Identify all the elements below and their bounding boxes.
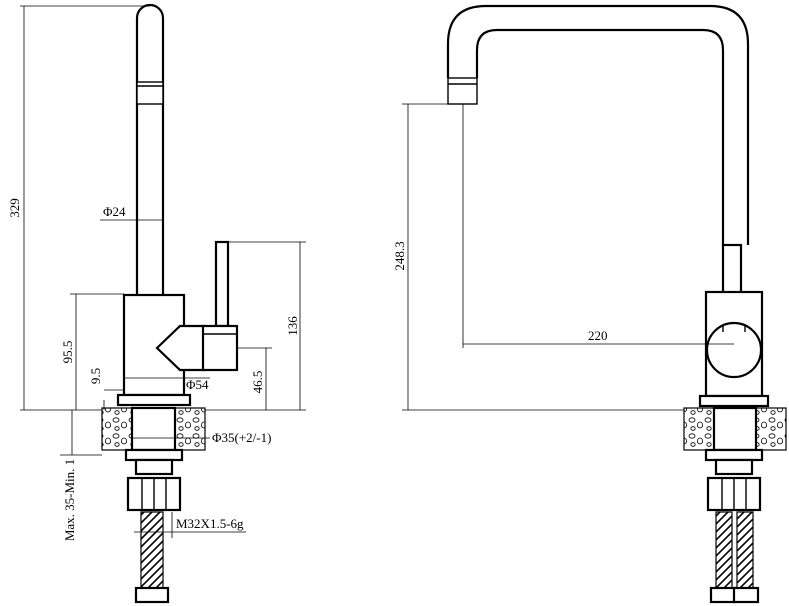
front-countertop-left (683, 407, 715, 451)
front-handle-circle (705, 321, 763, 379)
front-spout-inner (475, 28, 725, 245)
front-lock-nut (704, 448, 764, 462)
dim-spout-reach: 220 (588, 328, 608, 343)
front-hose-fitting-right (732, 586, 760, 604)
dim-spout-diameter: Φ24 (103, 204, 126, 219)
dim-overall-height: 329 (7, 198, 22, 218)
side-countertop-right (174, 407, 206, 451)
dim-thread: M32X1.5-6g (176, 516, 244, 531)
front-view: 248.3 220 (392, 4, 787, 604)
front-aerator (447, 77, 478, 105)
dim-lever-height: 136 (285, 316, 300, 336)
dim-hole-diameter: Φ35(+2/-1) (212, 430, 271, 445)
side-lock-nut (124, 448, 184, 462)
dim-spout-height: 248.3 (392, 241, 407, 270)
front-countertop-right (755, 407, 787, 451)
side-shank (130, 406, 177, 452)
side-lower-shank (134, 458, 174, 476)
dim-offset: 9.5 (88, 368, 103, 384)
dim-body-diameter: Φ54 (186, 377, 209, 392)
side-base-flange (116, 393, 192, 407)
front-hose-left (715, 511, 733, 589)
side-aerator-band (136, 81, 164, 105)
side-lever-stem (214, 240, 230, 328)
side-handle-cap (201, 324, 239, 372)
side-hose-fitting (134, 586, 170, 604)
front-hose-right (736, 511, 754, 589)
side-countertop-left (101, 407, 133, 451)
dim-handle-height: 46.5 (250, 371, 265, 394)
front-lower-shank (714, 458, 754, 476)
dim-counter-thickness: Max. 35-Min. 1 (62, 459, 77, 541)
dim-body-height: 95.5 (60, 341, 75, 364)
side-braided-hose (140, 511, 164, 591)
side-spout-tube (135, 3, 165, 295)
front-hose-fitting-left (709, 586, 737, 604)
front-spout-outer (446, 4, 750, 245)
side-view: 329 Φ24 136 95.5 9.5 Φ54 46.5 Φ35(+2/-1)… (7, 3, 306, 604)
front-base-flange (698, 394, 770, 408)
front-shank (712, 406, 758, 452)
